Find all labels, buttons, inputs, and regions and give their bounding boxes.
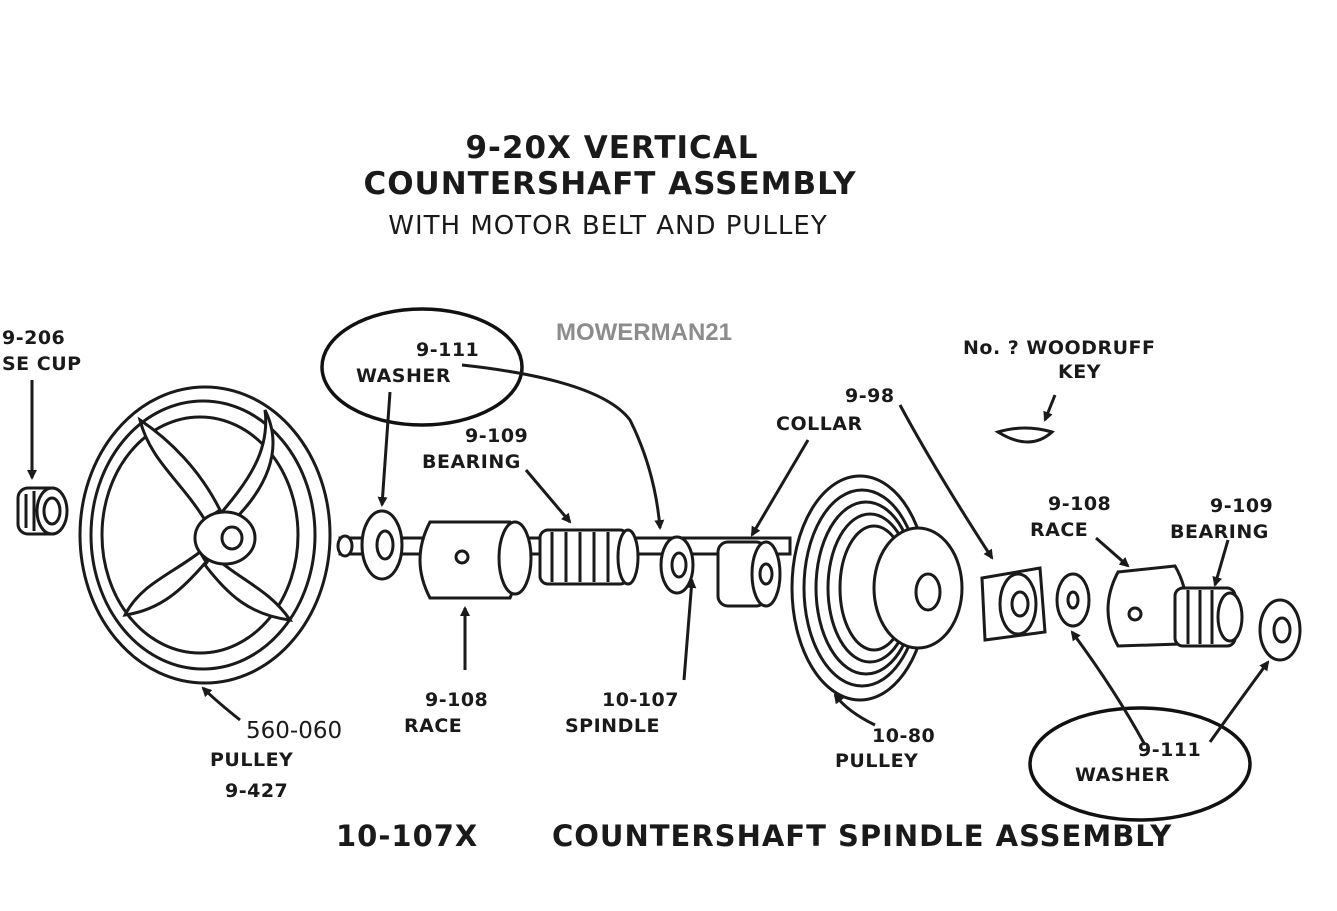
label-race-right-name: RACE [1030, 519, 1088, 541]
label-pulley-large-name: PULLEY [210, 749, 293, 771]
label-pulley-large-number: 560-060 [246, 718, 342, 744]
label-pulley-large-alt: 9-427 [225, 780, 288, 802]
watermark: MOWERMAN21 [556, 319, 732, 346]
bearing-left-part [538, 528, 640, 586]
washer-left-part [360, 509, 404, 581]
label-spindle-name: SPINDLE [565, 715, 660, 737]
highlight-washer-right [1028, 706, 1252, 822]
label-spindle-number: 10-107 [602, 689, 679, 711]
label-pulley-stepped-number: 10-80 [872, 725, 935, 747]
label-race-left-number: 9-108 [425, 689, 488, 711]
title-line-1: 9-20X VERTICAL [465, 130, 758, 166]
label-collar-name: COLLAR [776, 413, 863, 435]
label-grease-cup-name: SE CUP [2, 353, 82, 375]
label-washer-left-name: WASHER [356, 365, 451, 387]
label-bearing-left-number: 9-109 [465, 425, 528, 447]
label-woodruff-key-line1: No. ? WOODRUFF [963, 337, 1155, 359]
collar-right-part [980, 566, 1047, 642]
footer-assembly-number: 10-107X [336, 819, 478, 853]
label-race-right-number: 9-108 [1048, 493, 1111, 515]
race-left-part [418, 520, 533, 600]
title-line-2: COUNTERSHAFT ASSEMBLY [363, 166, 856, 202]
label-bearing-right-number: 9-109 [1210, 495, 1273, 517]
label-collar-number: 9-98 [845, 385, 895, 407]
leader-arrows [27, 363, 1270, 746]
label-bearing-left-name: BEARING [422, 451, 521, 473]
footer-assembly-name: COUNTERSHAFT SPINDLE ASSEMBLY [552, 819, 1172, 853]
washer-far-right-part [1258, 598, 1302, 662]
grease-cup-part [16, 486, 69, 536]
label-washer-right-number: 9-111 [1138, 739, 1201, 761]
washer-right-inner-part [1055, 572, 1091, 628]
subtitle: WITH MOTOR BELT AND PULLEY [388, 211, 827, 241]
bearing-right-part [1173, 586, 1244, 648]
label-pulley-stepped-name: PULLEY [835, 750, 918, 772]
woodruff-key-part [994, 426, 1055, 444]
label-woodruff-key-line2: KEY [1058, 361, 1101, 383]
large-pulley-part [78, 385, 332, 685]
washer-middle-part [659, 535, 695, 595]
label-washer-left-number: 9-111 [416, 339, 479, 361]
label-grease-cup-number: 9-206 [2, 327, 65, 349]
highlight-washer-left [320, 307, 524, 427]
stepped-pulley-part [790, 474, 964, 702]
label-race-left-name: RACE [404, 715, 462, 737]
label-washer-right-name: WASHER [1075, 764, 1170, 786]
label-bearing-right-name: BEARING [1170, 521, 1269, 543]
collar-part [716, 540, 782, 608]
